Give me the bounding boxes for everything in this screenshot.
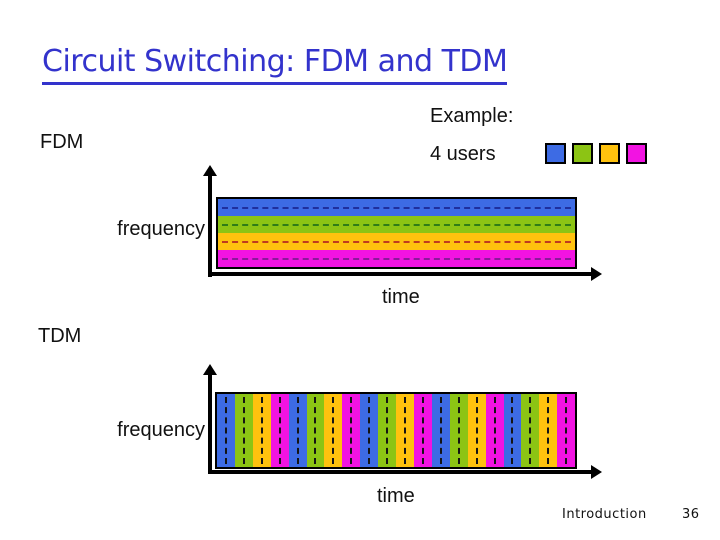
tdm-slot-dash [421, 397, 424, 464]
tdm-slot-dash [547, 397, 550, 464]
tdm-time-axis-arrow-icon [591, 465, 602, 479]
tdm-slot-dash [314, 397, 317, 464]
example-label: Example: [430, 105, 514, 127]
tdm-slot-13 [431, 394, 450, 467]
tdm-slot-5 [288, 394, 307, 467]
users-count-label: 4 users [430, 143, 496, 165]
fdm-band-dash [222, 206, 571, 209]
user-legend [545, 143, 647, 164]
footer-section-label: Introduction [562, 507, 647, 522]
tdm-slot-dash [404, 397, 407, 464]
fdm-band-dash [222, 240, 571, 243]
tdm-slot-10 [378, 394, 397, 467]
user-swatch-4 [626, 143, 647, 164]
tdm-slot-dash [242, 397, 245, 464]
tdm-time-axis [208, 470, 593, 474]
tdm-slot-dash [529, 397, 532, 464]
fdm-section-label: FDM [40, 131, 84, 153]
fdm-band-dash [222, 257, 571, 260]
tdm-slot-16 [485, 394, 504, 467]
tdm-slot-6 [306, 394, 325, 467]
fdm-x-axis-label: time [382, 286, 420, 308]
tdm-slot-20 [557, 394, 576, 467]
tdm-slot-14 [449, 394, 468, 467]
tdm-slot-2 [234, 394, 253, 467]
slide-title: Circuit Switching: FDM and TDM [42, 44, 508, 85]
tdm-slot-7 [324, 394, 343, 467]
fdm-frequency-axis [208, 175, 212, 277]
tdm-frequency-axis-arrow-icon [203, 364, 217, 375]
tdm-slot-dash [475, 397, 478, 464]
tdm-slot-4 [270, 394, 289, 467]
tdm-slot-dash [439, 397, 442, 464]
tdm-slot-dash [296, 397, 299, 464]
user-swatch-2 [572, 143, 593, 164]
footer-page-number: 36 [682, 507, 700, 522]
tdm-slot-3 [252, 394, 271, 467]
tdm-slot-dash [278, 397, 281, 464]
tdm-slot-12 [413, 394, 432, 467]
tdm-slot-dash [565, 397, 568, 464]
fdm-band-dash [222, 223, 571, 226]
tdm-slot-15 [467, 394, 486, 467]
tdm-slot-18 [521, 394, 540, 467]
tdm-slot-17 [503, 394, 522, 467]
tdm-slot-9 [360, 394, 379, 467]
tdm-slot-dash [260, 397, 263, 464]
tdm-slot-dash [224, 397, 227, 464]
tdm-section-label: TDM [38, 325, 82, 347]
tdm-slot-dash [511, 397, 514, 464]
tdm-slot-dash [350, 397, 353, 464]
fdm-time-axis-arrow-icon [591, 267, 602, 281]
tdm-slot-11 [396, 394, 414, 467]
tdm-slot-1 [217, 394, 235, 467]
tdm-slot-19 [539, 394, 558, 467]
tdm-slot-dash [386, 397, 389, 464]
tdm-frequency-axis [208, 374, 212, 474]
fdm-band-user-2 [218, 216, 575, 233]
tdm-x-axis-label: time [377, 485, 415, 507]
fdm-band-user-3 [218, 233, 575, 250]
fdm-bar [216, 197, 577, 269]
tdm-slot-dash [368, 397, 371, 464]
fdm-time-axis [208, 272, 593, 276]
tdm-slot-dash [332, 397, 335, 464]
fdm-band-user-4 [218, 250, 575, 267]
tdm-slot-dash [493, 397, 496, 464]
tdm-slot-dash [457, 397, 460, 464]
user-swatch-1 [545, 143, 566, 164]
user-swatch-3 [599, 143, 620, 164]
tdm-bar [215, 392, 577, 469]
fdm-band-user-1 [218, 199, 575, 216]
tdm-slot-8 [342, 394, 361, 467]
fdm-frequency-axis-arrow-icon [203, 165, 217, 176]
tdm-y-axis-label: frequency [117, 419, 205, 441]
fdm-y-axis-label: frequency [117, 218, 205, 240]
